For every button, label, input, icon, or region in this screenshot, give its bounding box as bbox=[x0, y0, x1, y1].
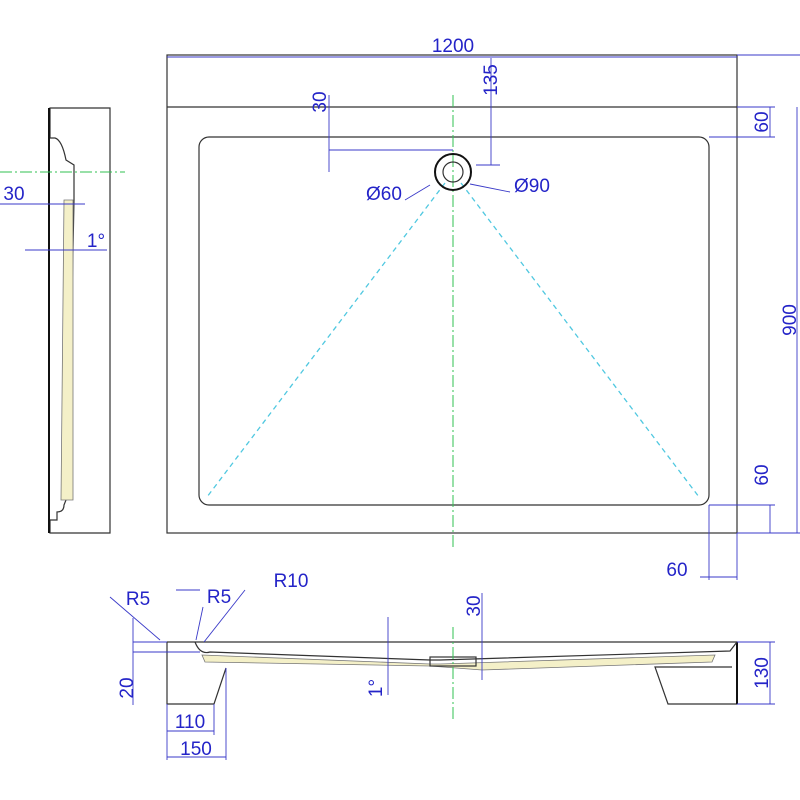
dim-side-border: 60 bbox=[666, 560, 687, 581]
dim-radius-c: R10 bbox=[274, 571, 309, 592]
section-hatch bbox=[201, 654, 716, 671]
dim-bottom-border: 60 bbox=[752, 464, 773, 485]
drain-inner-circle bbox=[442, 161, 464, 183]
section-outline bbox=[166, 641, 738, 705]
side-profile bbox=[49, 107, 111, 534]
side-dim-lip: 30 bbox=[3, 184, 24, 205]
dim-radius-a: R5 bbox=[126, 589, 150, 610]
side-dim-slope: 1° bbox=[87, 231, 105, 252]
dim-top-border: 60 bbox=[752, 111, 773, 132]
side-hatch bbox=[60, 199, 74, 501]
dim-depth: 900 bbox=[780, 304, 800, 336]
top-view: 1200 135 30 60 Ø60 Ø90 900 60 60 bbox=[166, 36, 800, 581]
tray-outline bbox=[166, 54, 738, 534]
slope-line-left bbox=[206, 182, 446, 498]
dim-radius-b: R5 bbox=[207, 587, 231, 608]
dim-width: 1200 bbox=[432, 36, 474, 57]
dim-section-slope: 1° bbox=[366, 679, 387, 697]
dim-height: 130 bbox=[752, 657, 773, 689]
dim-drain-inner: Ø60 bbox=[366, 184, 402, 205]
dim-rim: 20 bbox=[117, 677, 138, 698]
dim-lip: 30 bbox=[310, 91, 331, 112]
drain-outer-circle bbox=[434, 153, 472, 191]
basin-outline bbox=[198, 136, 710, 506]
dim-foot-outer: 150 bbox=[180, 739, 212, 760]
slope-line-right bbox=[460, 182, 700, 498]
section-view: 20 R5 R5 R10 1° 30 110 150 130 bbox=[109, 571, 775, 760]
dim-drain-outer: Ø90 bbox=[514, 176, 550, 197]
side-view: 30 1° bbox=[0, 107, 125, 534]
dim-drain-depth: 30 bbox=[464, 595, 485, 616]
dim-foot-inner: 110 bbox=[175, 712, 205, 733]
dim-drain-offset: 135 bbox=[481, 64, 502, 96]
